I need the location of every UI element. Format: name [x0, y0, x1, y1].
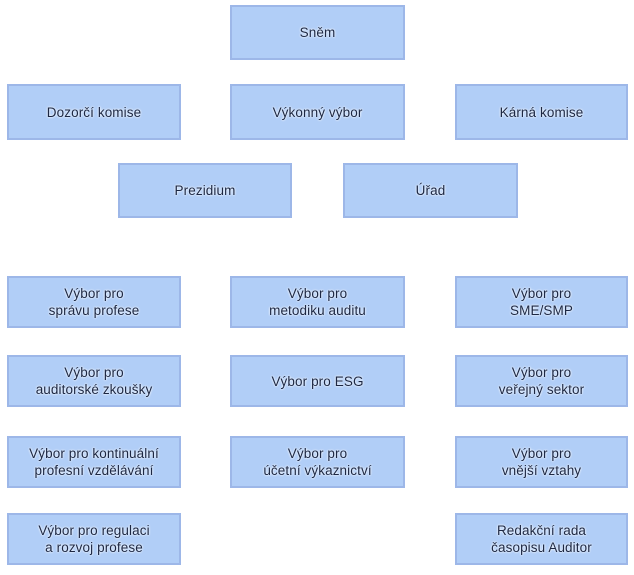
org-box-label-line: Výbor pro	[511, 446, 572, 461]
org-box-label-line: Prezidium	[174, 183, 236, 198]
org-box-vybor-esg: Výbor pro ESG	[230, 355, 405, 407]
org-box-label-line: Redakční rada	[496, 523, 587, 538]
org-box-label-line: metodiku auditu	[269, 303, 366, 318]
org-box-label-line: Výbor pro	[287, 286, 348, 301]
org-box-label-line: Dozorčí komise	[46, 104, 142, 120]
org-box-vybor-ucetni-vykaznictvi: Výbor pro účetní výkaznictví	[230, 436, 405, 488]
org-box-vybor-vnejsi-vztahy: Výbor pro vnější vztahy	[455, 436, 628, 488]
org-box-label-line: veřejný sektor	[498, 382, 585, 397]
org-box-label-line: Výbor pro regulaci	[38, 523, 150, 538]
org-box-label-line: Výkonný výbor	[272, 104, 363, 120]
org-box-label-line: Výbor pro	[64, 365, 124, 380]
org-box-dozorci-komise: Dozorčí komise	[7, 84, 181, 140]
org-box-vybor-auditorske-zkousky: Výbor pro auditorské zkoušky	[7, 355, 181, 407]
org-box-label-line: časopisu Auditor	[491, 540, 592, 555]
org-box-prezidium: Prezidium	[118, 163, 292, 218]
org-box-label-line: účetní výkaznictví	[263, 463, 372, 478]
org-box-snem: Sněm	[230, 5, 405, 60]
org-box-label-line: Sněm	[299, 25, 336, 40]
org-box-label-line: Výbor pro	[64, 286, 124, 301]
org-box-label-line: profesní vzdělávání	[34, 463, 154, 478]
org-box-vykonny-vybor: Výkonný výbor	[230, 84, 405, 140]
org-box-karna-komise: Kárná komise	[455, 84, 628, 140]
org-box-redakcni-rada: Redakční rada časopisu Auditor	[455, 513, 628, 565]
org-box-label-line: SME/SMP	[510, 303, 573, 318]
org-box-label-line: auditorské zkoušky	[35, 382, 153, 397]
org-box-label-line: Kárná komise	[499, 104, 584, 120]
org-box-label-line: Výbor pro ESG	[271, 373, 364, 389]
org-box-vybor-metodiku-auditu: Výbor pro metodiku auditu	[230, 276, 405, 328]
org-box-label-line: Výbor pro	[511, 286, 572, 301]
org-box-urad: Úřad	[343, 163, 518, 218]
org-box-label-line: Výbor pro	[287, 446, 348, 461]
org-box-label-line: Výbor pro	[511, 365, 572, 380]
org-box-vybor-regulace: Výbor pro regulaci a rozvoj profese	[7, 513, 181, 565]
org-box-label-line: vnější vztahy	[501, 463, 582, 478]
org-box-vybor-kontinualni: Výbor pro kontinuální profesní vzdělávání	[7, 436, 181, 488]
org-box-label-line: správu profese	[48, 303, 140, 318]
org-box-label-line: Úřad	[415, 183, 446, 198]
org-box-label-line: a rozvoj profese	[45, 540, 143, 555]
org-box-label-line: Výbor pro kontinuální	[29, 446, 159, 461]
org-box-vybor-verejny-sektor: Výbor pro veřejný sektor	[455, 355, 628, 407]
org-box-vybor-spravu-profese: Výbor pro správu profese	[7, 276, 181, 328]
